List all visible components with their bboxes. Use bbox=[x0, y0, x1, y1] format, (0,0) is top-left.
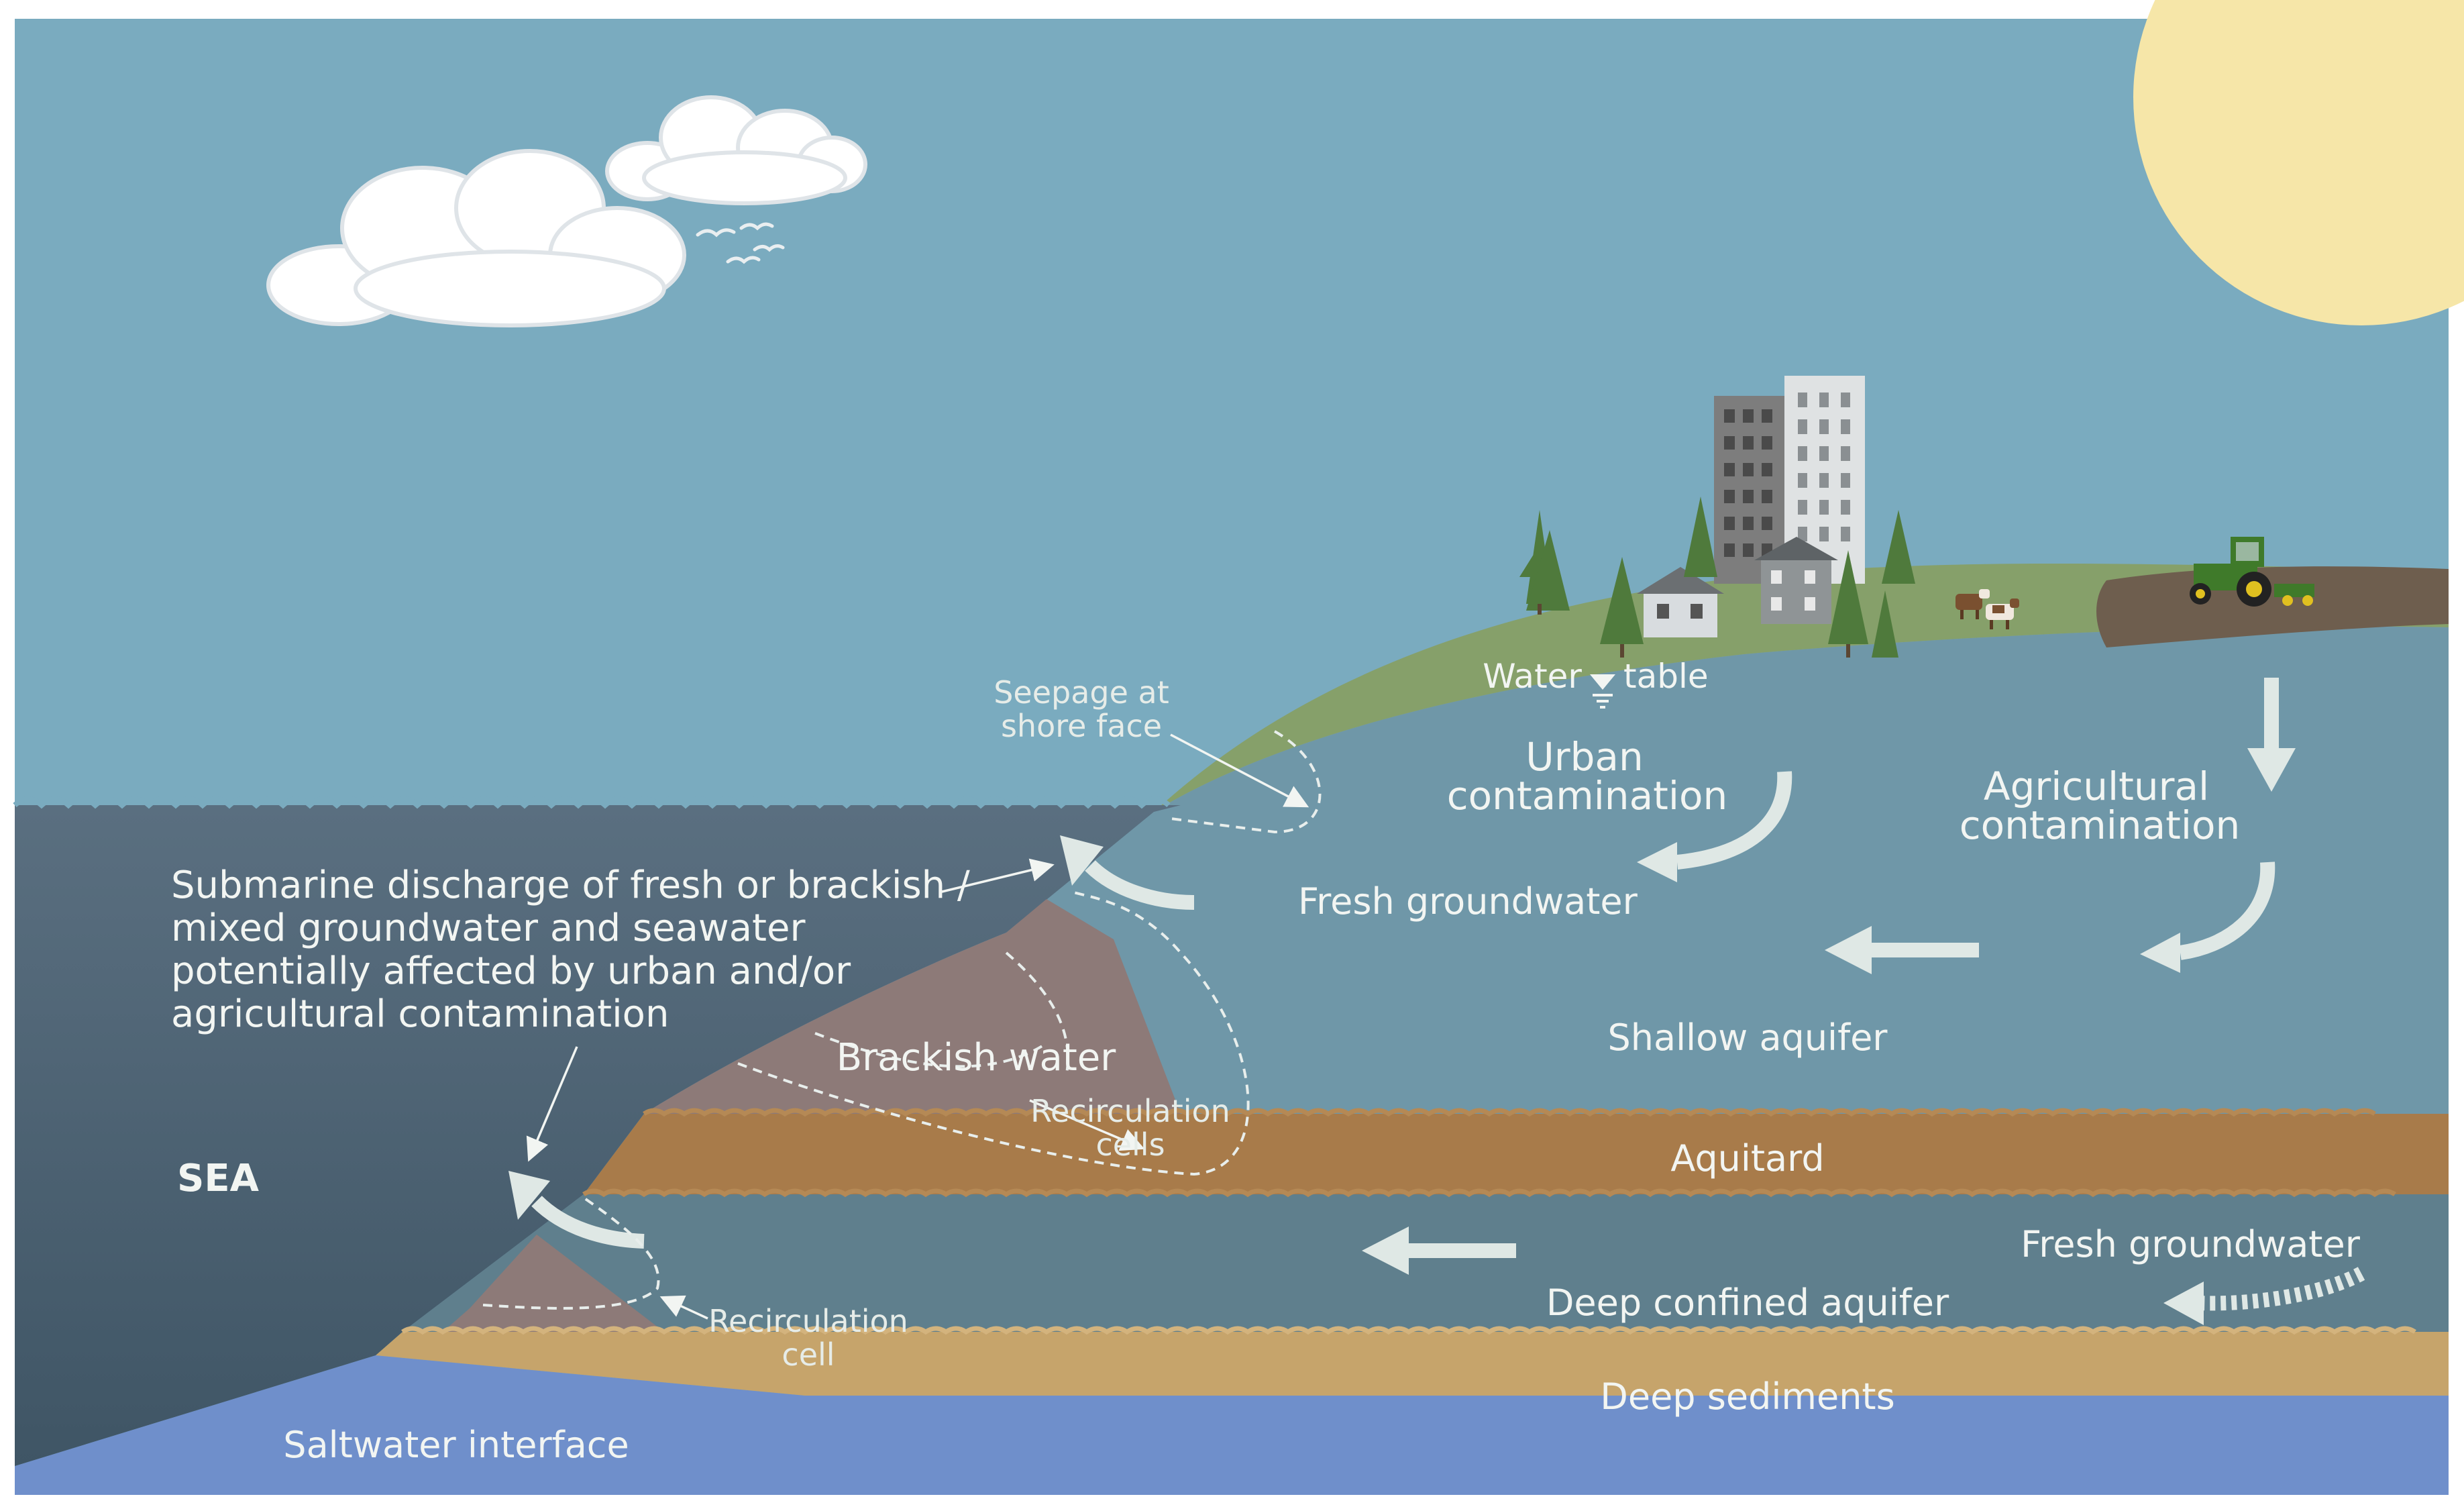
brackish-wedge-upper bbox=[644, 899, 1181, 1114]
arrow-fresh-groundwater-inflow bbox=[2196, 1267, 2365, 1311]
arrow-agricultural-infiltration bbox=[2247, 678, 2296, 792]
label-deep-sediments: Deep sediments bbox=[1600, 1375, 1894, 1418]
deep-sediments-layer bbox=[376, 1332, 2449, 1396]
label-submarine-line3: potentially affected by urban and/or bbox=[171, 949, 851, 993]
flow-arrows bbox=[2247, 678, 2296, 792]
label-seepage-line1: Seepage at bbox=[994, 674, 1169, 711]
tractor-icon bbox=[2190, 537, 2314, 607]
label-deep-confined-aquifer: Deep confined aquifer bbox=[1546, 1282, 1949, 1324]
label-agricultural-line1: Agricultural bbox=[1984, 764, 2209, 809]
arrow-shallow-flow bbox=[1825, 926, 1979, 974]
saltwater-layer bbox=[15, 1355, 2449, 1495]
birds-icon bbox=[696, 222, 785, 264]
label-fresh-groundwater-lower: Fresh groundwater bbox=[2021, 1223, 2361, 1265]
aquitard-layer bbox=[584, 1114, 2449, 1194]
sea-surface bbox=[13, 796, 1171, 809]
label-recirculation-cell-line1: Recirculation bbox=[708, 1303, 908, 1339]
leader-arrows bbox=[526, 733, 1309, 1320]
label-sea: SEA bbox=[177, 1157, 260, 1200]
label-aquitard: Aquitard bbox=[1670, 1137, 1824, 1180]
sea bbox=[15, 805, 1181, 1466]
label-agricultural-line2: contamination bbox=[1960, 802, 2240, 848]
arrow-agricultural-curve bbox=[2179, 862, 2275, 960]
arrow-urban-curve bbox=[1676, 771, 1792, 870]
label-saltwater-interface: Saltwater interface bbox=[283, 1424, 629, 1466]
label-submarine-line1: Submarine discharge of fresh or brackish… bbox=[171, 864, 970, 907]
label-fresh-groundwater-upper: Fresh groundwater bbox=[1298, 880, 1638, 923]
cloud-icon bbox=[266, 149, 686, 327]
label-recirculation-cells-line1: Recirculation bbox=[1030, 1093, 1230, 1129]
cows-icon bbox=[1956, 589, 2019, 629]
arrow-fresh-groundwater-inflow-head bbox=[2163, 1282, 2204, 1325]
arrow-deep-flow bbox=[1362, 1227, 1516, 1275]
label-urban-line2: contamination bbox=[1447, 773, 1727, 819]
label-water-table-word2: table bbox=[1623, 657, 1709, 696]
sun-icon bbox=[2133, 0, 2464, 325]
brackish-wedge-lower bbox=[443, 1235, 664, 1332]
label-water-table-word1: Water bbox=[1483, 657, 1582, 696]
label-shallow-aquifer: Shallow aquifer bbox=[1608, 1017, 1888, 1059]
layer-boundaries bbox=[401, 1108, 2416, 1335]
label-seepage-line2: shore face bbox=[1001, 708, 1162, 744]
label-brackish-water: Brackish water bbox=[837, 1036, 1117, 1080]
label-submarine-line2: mixed groundwater and seawater bbox=[171, 906, 806, 950]
deep-aquifer-layer bbox=[403, 1194, 2449, 1332]
farm-field bbox=[2096, 566, 2449, 647]
label-recirculation-cell-line2: cell bbox=[782, 1337, 835, 1373]
arrow-shore-discharge bbox=[1085, 860, 1195, 910]
recirculation-paths bbox=[482, 730, 1322, 1310]
cloud-icon bbox=[605, 95, 867, 205]
label-recirculation-cells-line2: cells bbox=[1095, 1127, 1165, 1163]
label-submarine-line4: agricultural contamination bbox=[171, 992, 669, 1036]
arrow-deep-discharge bbox=[531, 1196, 645, 1249]
water-table-icon bbox=[1590, 674, 1615, 709]
city-icon bbox=[1519, 376, 1915, 658]
label-urban-line1: Urban bbox=[1525, 734, 1643, 780]
